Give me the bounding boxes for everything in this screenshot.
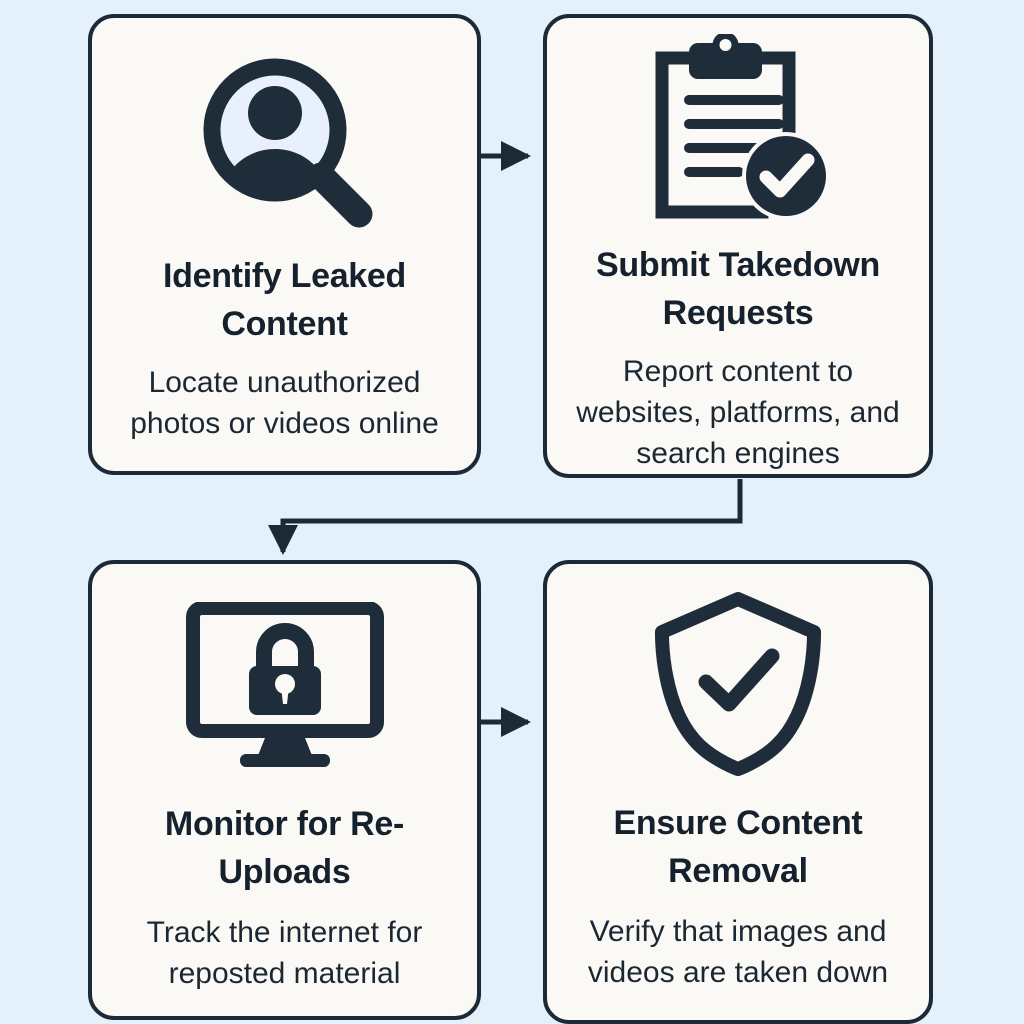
step-4-icon-wrap — [547, 564, 929, 785]
step-2-description: Report content to websites, platforms, a… — [576, 355, 900, 470]
shield-check-icon — [654, 591, 822, 776]
step-3-description: Track the internet for reposted material — [146, 916, 423, 990]
step-1-title: Identify Leaked Content — [162, 257, 406, 343]
step-3-title: Monitor for Re-Uploads — [164, 805, 405, 891]
connector-step2-to-step3 — [268, 479, 743, 555]
clipboard-check-icon — [655, 33, 830, 220]
step-1-description: Locate unauthorized photos or videos onl… — [130, 366, 439, 440]
step-card-submit-takedown-requests[interactable]: Submit Takedown Requests Report content … — [543, 14, 933, 478]
magnifier-person-icon — [203, 58, 372, 228]
step-card-identify-leaked-content[interactable]: Identify Leaked Content Locate unauthori… — [88, 14, 481, 475]
step-3-icon-wrap — [92, 564, 477, 786]
step-1-icon-wrap — [92, 18, 477, 246]
step-4-title: Ensure Content Removal — [613, 804, 863, 890]
step-2-title: Submit Takedown Requests — [596, 246, 880, 332]
step-2-icon-wrap — [547, 18, 929, 235]
step-4-description: Verify that images and videos are taken … — [587, 915, 889, 989]
monitor-lock-icon — [185, 602, 384, 767]
step-card-monitor-for-re-uploads[interactable]: Monitor for Re-Uploads Track the interne… — [88, 560, 481, 1020]
step-card-ensure-content-removal[interactable]: Ensure Content Removal Verify that image… — [543, 560, 933, 1024]
